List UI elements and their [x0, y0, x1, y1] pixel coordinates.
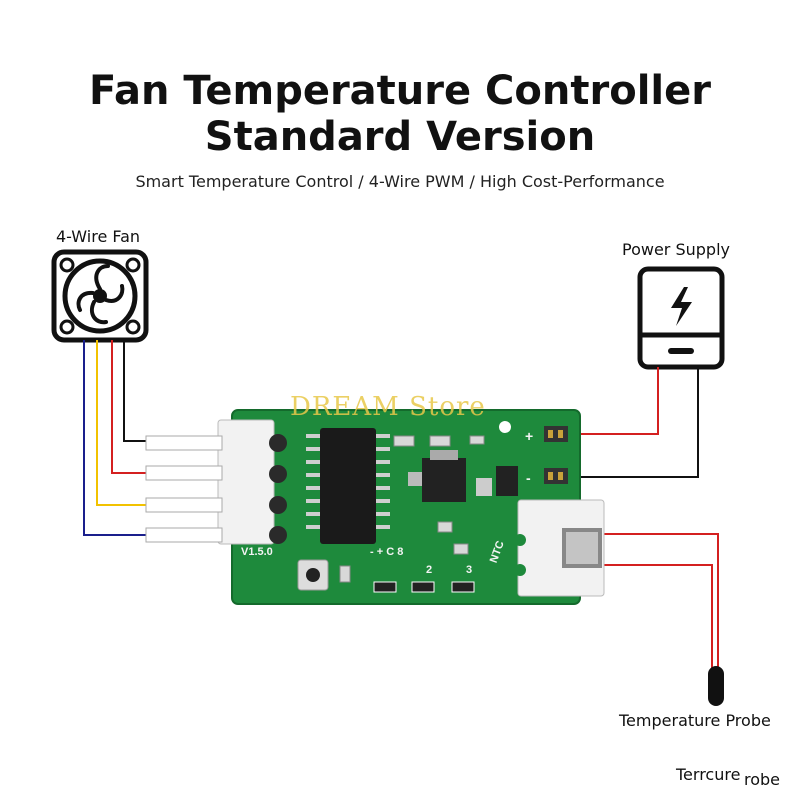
pcb-plus-label: + — [525, 428, 534, 444]
probe-wires — [600, 533, 719, 670]
store-watermark: DREAM Store — [290, 392, 486, 422]
pcb-board — [145, 409, 605, 605]
fan-label: 4-Wire Fan — [56, 227, 141, 246]
fan-icon — [51, 249, 149, 343]
pcb-mark-3: 3 — [466, 564, 473, 576]
bottom-artifact-text-a: Terrcure — [676, 765, 741, 784]
pcb-version-label: V1.5.0 — [241, 546, 273, 558]
subtitle: Smart Temperature Control / 4-Wire PWM /… — [135, 172, 665, 191]
power-supply-label: Power Supply — [622, 240, 730, 259]
bottom-artifact-text-b: robe — [744, 770, 781, 789]
pcb-minus-label: - — [526, 470, 531, 486]
temperature-probe-label: Temperature Probe — [619, 711, 771, 730]
power-wires — [560, 367, 699, 478]
pcb-mark-2: 2 — [426, 564, 433, 576]
title-line-2: Standard Version — [204, 114, 596, 160]
temperature-probe-icon — [708, 666, 724, 706]
title-line-1: Fan Temperature Controller — [89, 68, 711, 114]
power-supply-icon — [637, 266, 725, 370]
pcb-mark-1: - + C 8 — [370, 546, 404, 558]
